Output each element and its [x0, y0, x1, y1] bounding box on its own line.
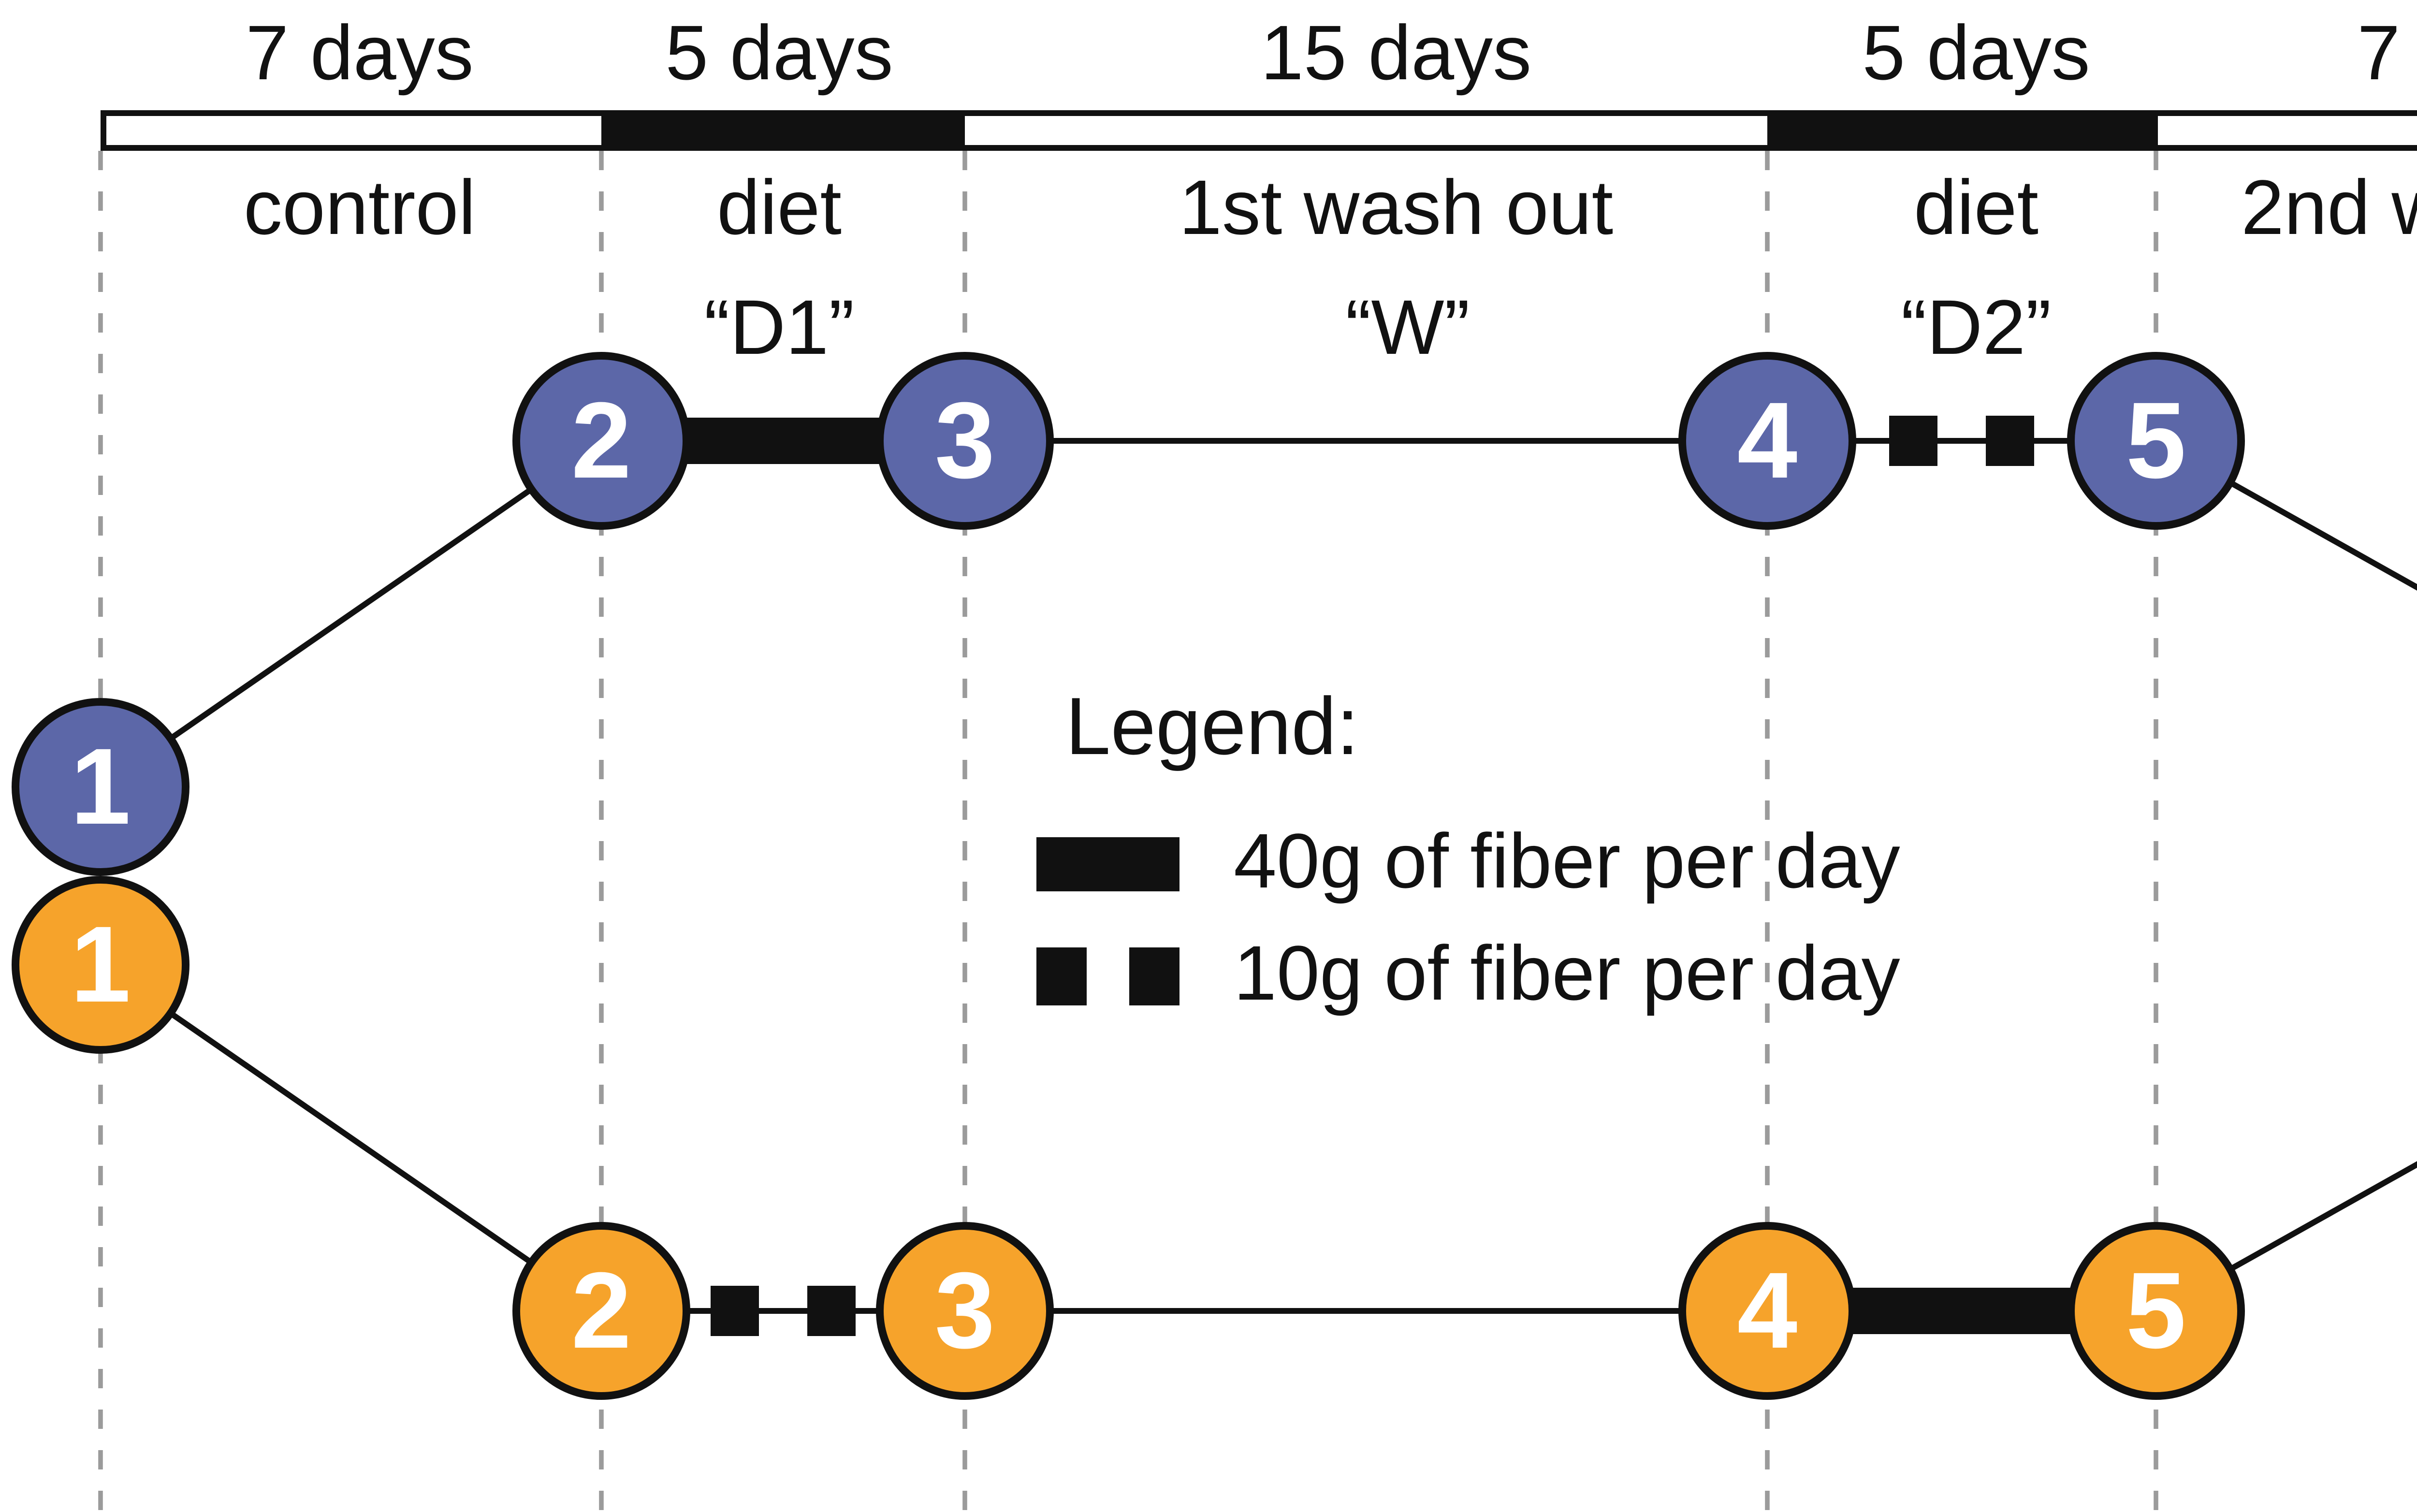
period-code-label: “W”	[1345, 286, 1470, 371]
two-squares-icon	[1036, 943, 1191, 1008]
phase-label: diet	[717, 166, 842, 251]
visit-node-blue-1: 1	[12, 698, 189, 876]
duration-label: 15 days	[1260, 12, 1532, 97]
legend-title: Legend:	[1065, 681, 1359, 771]
visit-node-blue-4: 4	[1678, 352, 1856, 530]
visit-node-orange-4: 4	[1678, 1222, 1856, 1400]
period-code-label: “D2”	[1901, 286, 2052, 371]
visit-node-orange-2: 2	[512, 1222, 690, 1400]
fiber-40g-bar-blue-2-3	[683, 418, 884, 464]
phase-label: diet	[1914, 166, 2038, 251]
connector-orange-1-2	[99, 962, 603, 1313]
duration-label: 7 days	[2357, 12, 2417, 97]
legend-item-10g: 10g of fiber per day	[1036, 932, 1900, 1019]
visit-node-blue-5: 5	[2067, 352, 2245, 530]
fiber-10g-square	[711, 1286, 759, 1336]
fiber-10g-square	[807, 1286, 856, 1336]
phase-label: control	[243, 166, 476, 251]
connector-orange-5-6	[2155, 1161, 2417, 1314]
visit-node-orange-3: 3	[876, 1222, 1054, 1400]
connector-blue-5-6	[2155, 438, 2417, 591]
timeline-diet2-segment	[1767, 110, 2158, 151]
fiber-40g-bar-orange-4-5	[1849, 1288, 2075, 1334]
fiber-10g-square	[1986, 416, 2034, 466]
phase-label: 2nd wash out	[2241, 166, 2417, 251]
phase-label: 1st wash out	[1179, 166, 1614, 251]
fiber-10g-square	[1889, 416, 1937, 466]
timeline-diet1-segment	[601, 110, 965, 151]
visit-node-orange-1: 1	[12, 876, 189, 1054]
solid-bar-icon	[1036, 830, 1191, 896]
duration-label: 5 days	[665, 12, 893, 97]
legend-item-label: 40g of fiber per day	[1234, 820, 1900, 905]
legend-item-40g: 40g of fiber per day	[1036, 820, 1900, 907]
visit-node-orange-5: 5	[2067, 1222, 2245, 1400]
connector-blue-1-2	[99, 438, 603, 789]
duration-label: 5 days	[1862, 12, 2090, 97]
visit-node-blue-2: 2	[512, 352, 690, 530]
duration-label: 7 days	[246, 12, 474, 97]
period-code-label: “D1”	[704, 286, 855, 371]
legend-item-label: 10g of fiber per day	[1234, 932, 1900, 1017]
visit-node-blue-3: 3	[876, 352, 1054, 530]
